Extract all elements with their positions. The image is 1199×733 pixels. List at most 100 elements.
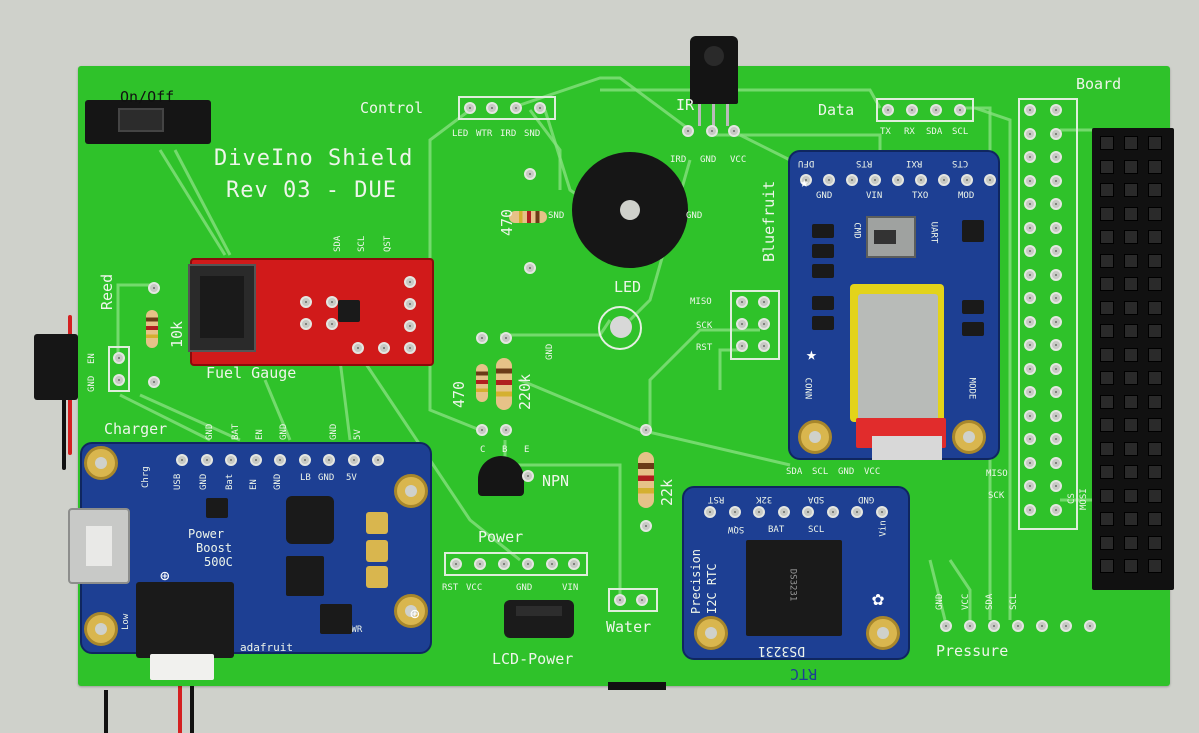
data-pin-4[interactable]: [954, 104, 966, 116]
reed-pin-2[interactable]: [113, 374, 125, 386]
pin-hole[interactable]: [823, 174, 835, 186]
pin-hole[interactable]: [940, 620, 952, 632]
pin-hole[interactable]: [1024, 151, 1036, 163]
pin-hole[interactable]: [298, 454, 311, 466]
pin-hole[interactable]: [1024, 480, 1036, 492]
pin-hole[interactable]: [1036, 620, 1048, 632]
pin-hole[interactable]: [1050, 503, 1062, 516]
ir-pin-3[interactable]: [728, 125, 740, 137]
npn-pin-label: C: [480, 445, 486, 455]
control-pin-4[interactable]: [534, 102, 546, 114]
pin-hole[interactable]: [1024, 127, 1036, 140]
pin-hole[interactable]: [800, 174, 812, 186]
control-pin-2[interactable]: [486, 102, 498, 114]
control-pin-3[interactable]: [510, 102, 522, 114]
pin-hole[interactable]: [1024, 221, 1036, 234]
pin-hole[interactable]: [915, 174, 927, 186]
pin-hole[interactable]: [1024, 433, 1036, 445]
power-header[interactable]: [444, 552, 588, 576]
pin-hole[interactable]: [1024, 292, 1036, 304]
pin-hole[interactable]: [1050, 480, 1062, 492]
battery-jst[interactable]: [136, 582, 234, 658]
pin-hole[interactable]: [826, 506, 839, 518]
pin-hole[interactable]: [1050, 151, 1062, 163]
pin-hole[interactable]: [938, 174, 950, 186]
pin-hole[interactable]: [1050, 339, 1062, 351]
pin-hole[interactable]: [1050, 386, 1062, 398]
pin-hole[interactable]: [1012, 620, 1024, 632]
pb-name-3: 500C: [204, 555, 233, 569]
pin-hole[interactable]: [1084, 620, 1096, 632]
pin-hole[interactable]: [851, 506, 863, 518]
pin-hole[interactable]: [1050, 198, 1062, 210]
pin-hole[interactable]: [1024, 386, 1036, 398]
pin-hole[interactable]: [200, 454, 213, 466]
connector-socket: [1148, 371, 1162, 385]
pin-hole[interactable]: [1050, 174, 1062, 187]
data-pin-3[interactable]: [930, 104, 942, 116]
rtc-pin-label: GND: [838, 467, 855, 477]
pin-hole[interactable]: [1024, 198, 1036, 210]
pin-hole[interactable]: [1050, 362, 1062, 375]
pin-hole[interactable]: [964, 620, 976, 632]
bf-mount-left: [798, 420, 832, 454]
reed-pin-1[interactable]: [113, 352, 125, 364]
pin-hole[interactable]: [1050, 456, 1062, 469]
rtc-name-2: I2C RTC: [705, 563, 719, 614]
pin-hole[interactable]: [1024, 268, 1036, 281]
pin-hole[interactable]: [728, 506, 741, 518]
pin-hole[interactable]: [1050, 104, 1062, 116]
pin-hole[interactable]: [372, 454, 384, 466]
data-pin-2[interactable]: [906, 104, 918, 116]
reed-header[interactable]: [108, 346, 130, 392]
pin-hole[interactable]: [892, 174, 904, 186]
water-header[interactable]: [608, 588, 658, 612]
pin-hole[interactable]: [875, 506, 888, 518]
pin-hole[interactable]: [802, 506, 814, 518]
ir-pin-1[interactable]: [682, 125, 694, 137]
spi-header[interactable]: [730, 290, 780, 360]
pin-hole[interactable]: [347, 454, 360, 466]
r10k-pin-bottom[interactable]: [148, 376, 160, 388]
pin-hole[interactable]: [1024, 339, 1036, 351]
pin-hole[interactable]: [323, 454, 335, 466]
pin-hole[interactable]: [1024, 456, 1036, 469]
pin-hole[interactable]: [869, 174, 881, 186]
pin-hole[interactable]: [1050, 127, 1062, 140]
pin-hole[interactable]: [704, 506, 716, 518]
r10k-pin-top[interactable]: [148, 282, 160, 294]
ir-pin-2[interactable]: [706, 125, 718, 137]
pin-hole[interactable]: [1024, 362, 1036, 375]
pin-hole[interactable]: [249, 454, 262, 466]
control-pin-1[interactable]: [464, 102, 476, 114]
rtc-mod-pin: SCL: [808, 525, 825, 535]
pin-hole[interactable]: [1050, 221, 1062, 234]
pin-hole[interactable]: [1050, 433, 1062, 445]
pin-hole[interactable]: [225, 454, 237, 466]
pin-hole[interactable]: [176, 454, 188, 466]
control-header[interactable]: [458, 96, 556, 120]
pin-hole[interactable]: [1024, 315, 1036, 328]
switch-slider[interactable]: [118, 108, 164, 132]
pin-hole[interactable]: [961, 174, 973, 186]
pin-hole[interactable]: [1024, 409, 1036, 422]
data-pin-1[interactable]: [882, 104, 894, 116]
pin-hole[interactable]: [846, 174, 858, 186]
pin-hole[interactable]: [1060, 620, 1072, 632]
pin-hole[interactable]: [1050, 315, 1062, 328]
pin-hole[interactable]: [1024, 503, 1036, 516]
pin-hole[interactable]: [1050, 268, 1062, 281]
pin-hole[interactable]: [1024, 174, 1036, 187]
pin-hole[interactable]: [274, 454, 286, 466]
pin-hole[interactable]: [1050, 245, 1062, 257]
data-header[interactable]: [876, 98, 974, 122]
pin-hole[interactable]: [777, 506, 790, 518]
pin-hole[interactable]: [1024, 245, 1036, 257]
pin-hole[interactable]: [1050, 292, 1062, 304]
pin-hole[interactable]: [1024, 104, 1036, 116]
connector-socket: [1124, 465, 1138, 479]
pin-hole[interactable]: [753, 506, 765, 518]
pin-hole[interactable]: [984, 174, 996, 186]
pin-hole[interactable]: [1050, 409, 1062, 422]
pin-hole[interactable]: [988, 620, 1000, 632]
